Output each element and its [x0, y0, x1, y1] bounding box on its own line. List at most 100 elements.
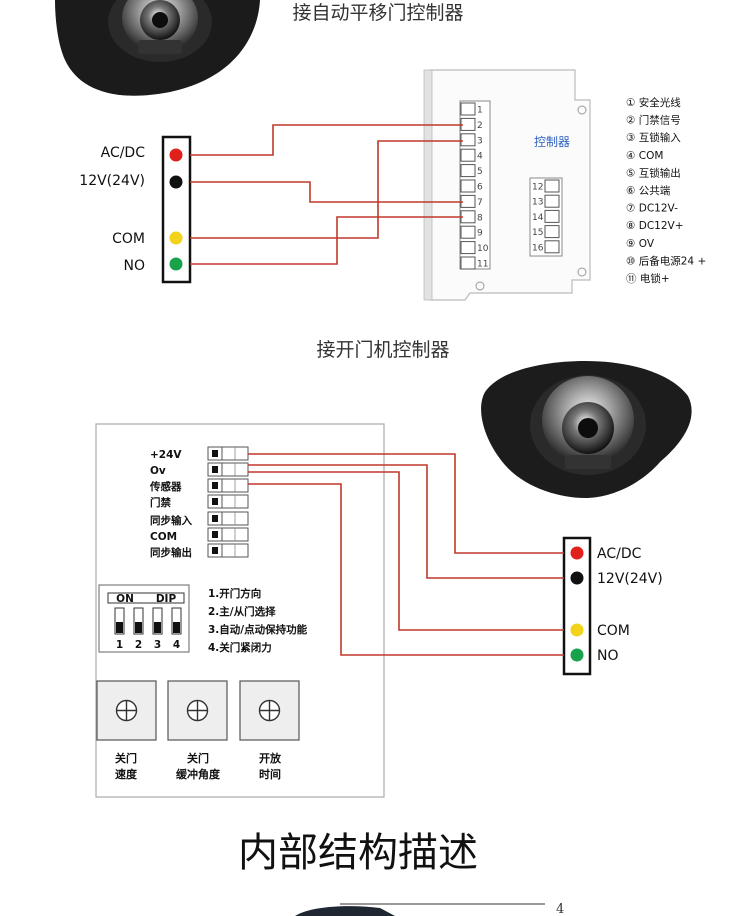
dip-number: 3: [154, 639, 161, 651]
terminal-label: AC/DC: [597, 546, 642, 562]
pin-slot: [460, 133, 476, 147]
terminal-label: 门禁: [150, 496, 171, 509]
terminal-block-left: [161, 135, 192, 284]
pin-slot: [460, 164, 476, 178]
terminal-screw-head: [212, 531, 218, 538]
terminal-dot-green: [169, 257, 183, 271]
pin-slot: [460, 256, 476, 270]
terminal-dot-red: [570, 546, 584, 560]
pin-number: 11: [477, 260, 488, 270]
pin-slot: [460, 148, 476, 162]
opener-terminal-labels: +24V Ov 传感器 门禁 同步输入 COM 同步输出: [149, 449, 192, 559]
knob-close-speed: [96, 680, 157, 741]
pin-slot: [544, 194, 560, 208]
dip-on-label: ON: [116, 593, 134, 605]
pin-number: 7: [477, 198, 483, 208]
pin-slot: [544, 179, 560, 193]
terminal-label: AC/DC: [101, 145, 146, 161]
knob-buffer-angle: [167, 680, 228, 741]
terminal-dot-red: [169, 148, 183, 162]
page-number: 4: [556, 902, 564, 916]
pin-number: 15: [532, 228, 543, 238]
pin-legend-item: ⑧ DC12V+: [626, 220, 684, 232]
pin-legend-item: ⑥ 公共端: [626, 184, 671, 197]
pin-slot: [460, 194, 476, 208]
dip-number: 4: [173, 639, 180, 651]
dip-switch-lever: [135, 622, 142, 633]
pin-slot: [460, 117, 476, 131]
pin-legend-item: ① 安全光线: [626, 96, 681, 109]
terminal-dot-green: [570, 648, 584, 662]
terminal-label: NO: [124, 258, 146, 274]
sensor-image-middle: [481, 361, 692, 498]
terminal-label: 同步输入: [150, 514, 192, 527]
pin-legend-item: ⑤ 互锁输出: [626, 166, 681, 179]
dip-legend-item: 1.开门方向: [208, 587, 261, 600]
pin-slot: [460, 241, 476, 255]
knob-label: 缓冲角度: [176, 767, 221, 781]
terminal-dot-yellow: [169, 231, 183, 245]
controller-label: 控制器: [534, 135, 570, 149]
pin-legend-item: ⑪ 电锁+: [626, 272, 670, 285]
terminal-label: COM: [597, 623, 630, 639]
pin-number: 10: [477, 244, 489, 254]
opener-terminal-blocks: [207, 446, 249, 558]
terminal-label: 传感器: [149, 480, 182, 493]
pin-legend-item: ② 门禁信号: [626, 114, 681, 127]
dip-switch-lever: [154, 622, 161, 633]
controller-pins-right: 12 13 14 15 16: [532, 179, 560, 254]
dip-legend-item: 2.主/从门选择: [208, 605, 276, 618]
terminal-screw-head: [212, 547, 218, 554]
dip-number: 1: [116, 639, 123, 651]
pin-slot: [460, 210, 476, 224]
terminal-label: 同步输出: [150, 546, 192, 559]
knob-label: 时间: [259, 767, 281, 781]
section2-title: 接开门机控制器: [316, 339, 449, 361]
dip-label: DIP: [156, 593, 177, 605]
terminal-label: 12V(24V): [79, 173, 145, 189]
knob-label: 速度: [115, 767, 138, 781]
dip-number: 2: [135, 639, 142, 651]
sensor-image-bottom: [295, 906, 395, 916]
pin-number: 16: [532, 243, 544, 253]
controller-board: [423, 69, 591, 301]
terminal-label: Ov: [150, 465, 166, 477]
section3-title: 内部结构描述: [238, 830, 478, 876]
wires-section2: [248, 453, 564, 656]
pin-slot: [544, 225, 560, 239]
terminal-screw-head: [212, 498, 218, 505]
knob-open-time: [239, 680, 300, 741]
terminal-dot-yellow: [570, 623, 584, 637]
pin-number: 1: [477, 106, 483, 116]
dip-switch-slot: [114, 607, 125, 635]
section1-title: 接自动平移门控制器: [292, 2, 463, 24]
dip-switch-slot: [152, 607, 163, 635]
terminal-screw-head: [212, 466, 218, 473]
terminal-label: 12V(24V): [597, 571, 663, 587]
pin-number: 2: [477, 121, 483, 131]
pin-legend-item: ④ COM: [626, 150, 663, 162]
pin-number: 5: [477, 167, 483, 177]
pin-legend-item: ⑩ 后备电源24 +: [626, 254, 706, 267]
pin-number: 9: [477, 229, 483, 239]
pin-number: 8: [477, 213, 483, 223]
knob-label: 关门: [187, 751, 209, 765]
pin-legend-item: ⑨ OV: [626, 238, 655, 250]
pin-number: 13: [532, 198, 543, 208]
pin-slot: [460, 179, 476, 193]
pin-number: 3: [477, 136, 483, 146]
pin-legend-item: ⑦ DC12V-: [626, 203, 678, 215]
pin-number: 14: [532, 213, 544, 223]
terminal-screw-head: [212, 482, 218, 489]
pin-number: 4: [477, 152, 483, 162]
pin-slot: [460, 225, 476, 239]
pin-number: 12: [532, 183, 543, 193]
pin-slot: [460, 102, 476, 116]
terminal-label: COM: [112, 231, 145, 247]
terminal-screw-head: [212, 515, 218, 522]
knob-label: 关门: [115, 751, 137, 765]
dip-legend-item: 3.自动/点动保持功能: [208, 623, 308, 636]
